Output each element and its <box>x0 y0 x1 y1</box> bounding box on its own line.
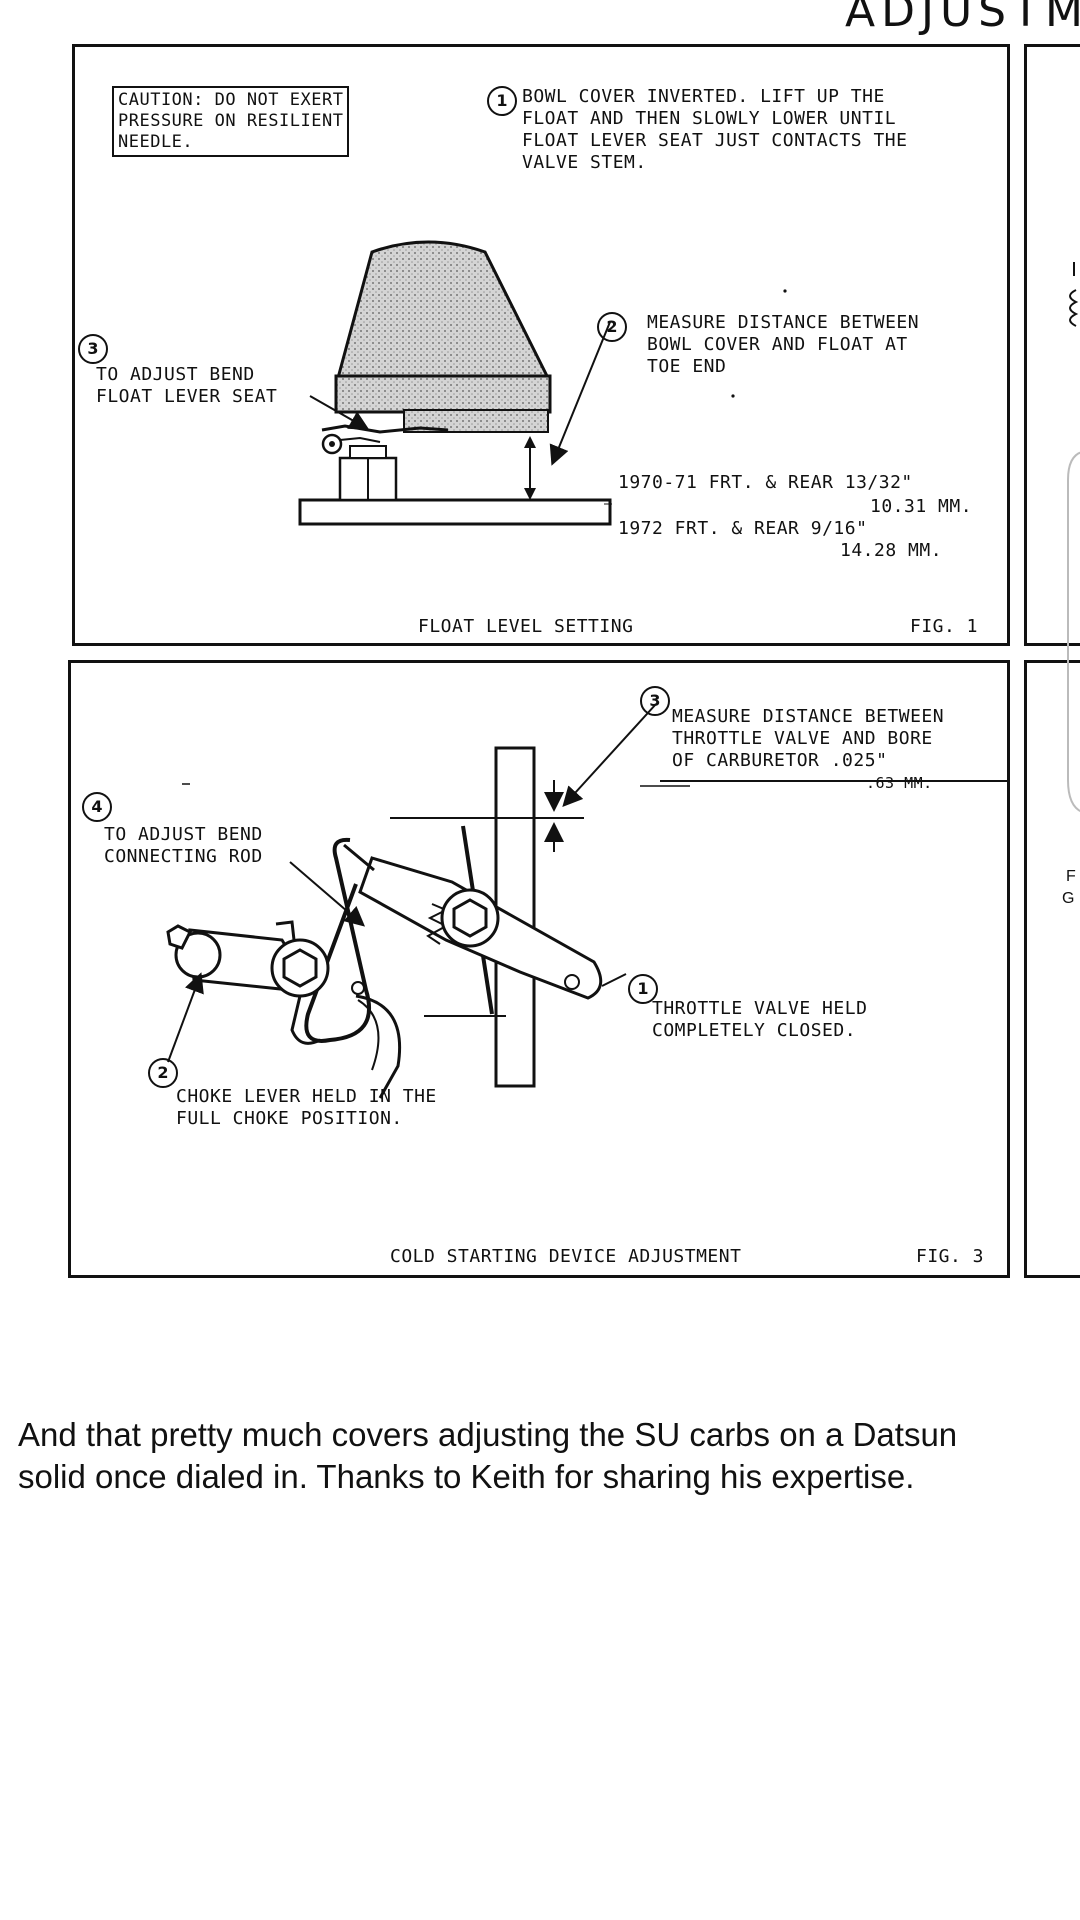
adjacent-figure-text-2: G <box>1062 890 1075 907</box>
fig3-caption: COLD STARTING DEVICE ADJUSTMENT <box>390 1246 742 1267</box>
adjacent-figure-text-1: F <box>1066 868 1077 885</box>
float-bowl-drawing <box>298 240 787 526</box>
fig3-step2-callout: 2 <box>148 1058 178 1088</box>
fig1-caption: FLOAT LEVEL SETTING <box>418 616 634 637</box>
adjacent-figure-panel-top <box>1024 44 1080 646</box>
fig3-step1-text: THROTTLE VALVE HELD COMPLETELY CLOSED. <box>652 998 868 1041</box>
fig1-spec-1970: 1970-71 FRT. & REAR 13/32" <box>618 472 913 493</box>
fig3-step4-callout: 4 <box>82 792 112 822</box>
article-body-text: And that pretty much covers adjusting th… <box>18 1416 958 1495</box>
fig1-spec-1972: 1972 FRT. & REAR 9/16" <box>618 518 868 539</box>
fig3-step3-text: MEASURE DISTANCE BETWEEN THROTTLE VALVE … <box>672 706 945 771</box>
fig1-step1-text: BOWL COVER INVERTED. LIFT UP THE FLOAT A… <box>522 86 908 173</box>
fig1-label: FIG. 1 <box>910 616 979 637</box>
fig3-label: FIG. 3 <box>916 1246 985 1267</box>
adjacent-figure-fragments <box>1067 262 1080 813</box>
fig1-step1-callout: 1 <box>487 86 517 116</box>
fig1-step2-callout: 2 <box>597 312 627 342</box>
choke-linkage-drawing <box>166 703 1008 1099</box>
adjacent-figure-panel-bottom <box>1024 660 1080 1278</box>
page-heading-fragment: ADJUSTME <box>845 0 1080 37</box>
fig3-step3-mm: .63 MM. <box>866 774 933 792</box>
figure-1-panel <box>72 44 1010 646</box>
fig3-step2-text: CHOKE LEVER HELD IN THE FULL CHOKE POSIT… <box>176 1086 437 1129</box>
fig3-step1-callout: 1 <box>628 974 658 1004</box>
fig3-step3-callout: 3 <box>640 686 670 716</box>
fig1-spec-1970-mm: 10.31 MM. <box>870 496 973 517</box>
fig3-step4-text: TO ADJUST BEND CONNECTING ROD <box>104 824 263 867</box>
fig1-step3-callout: 3 <box>78 334 108 364</box>
caution-note: CAUTION: DO NOT EXERT PRESSURE ON RESILI… <box>112 86 350 157</box>
fig1-step3-text: TO ADJUST BEND FLOAT LEVER SEAT <box>96 364 278 407</box>
fig1-spec-1972-mm: 14.28 MM. <box>840 540 943 561</box>
fig1-step2-text: MEASURE DISTANCE BETWEEN BOWL COVER AND … <box>647 312 920 377</box>
